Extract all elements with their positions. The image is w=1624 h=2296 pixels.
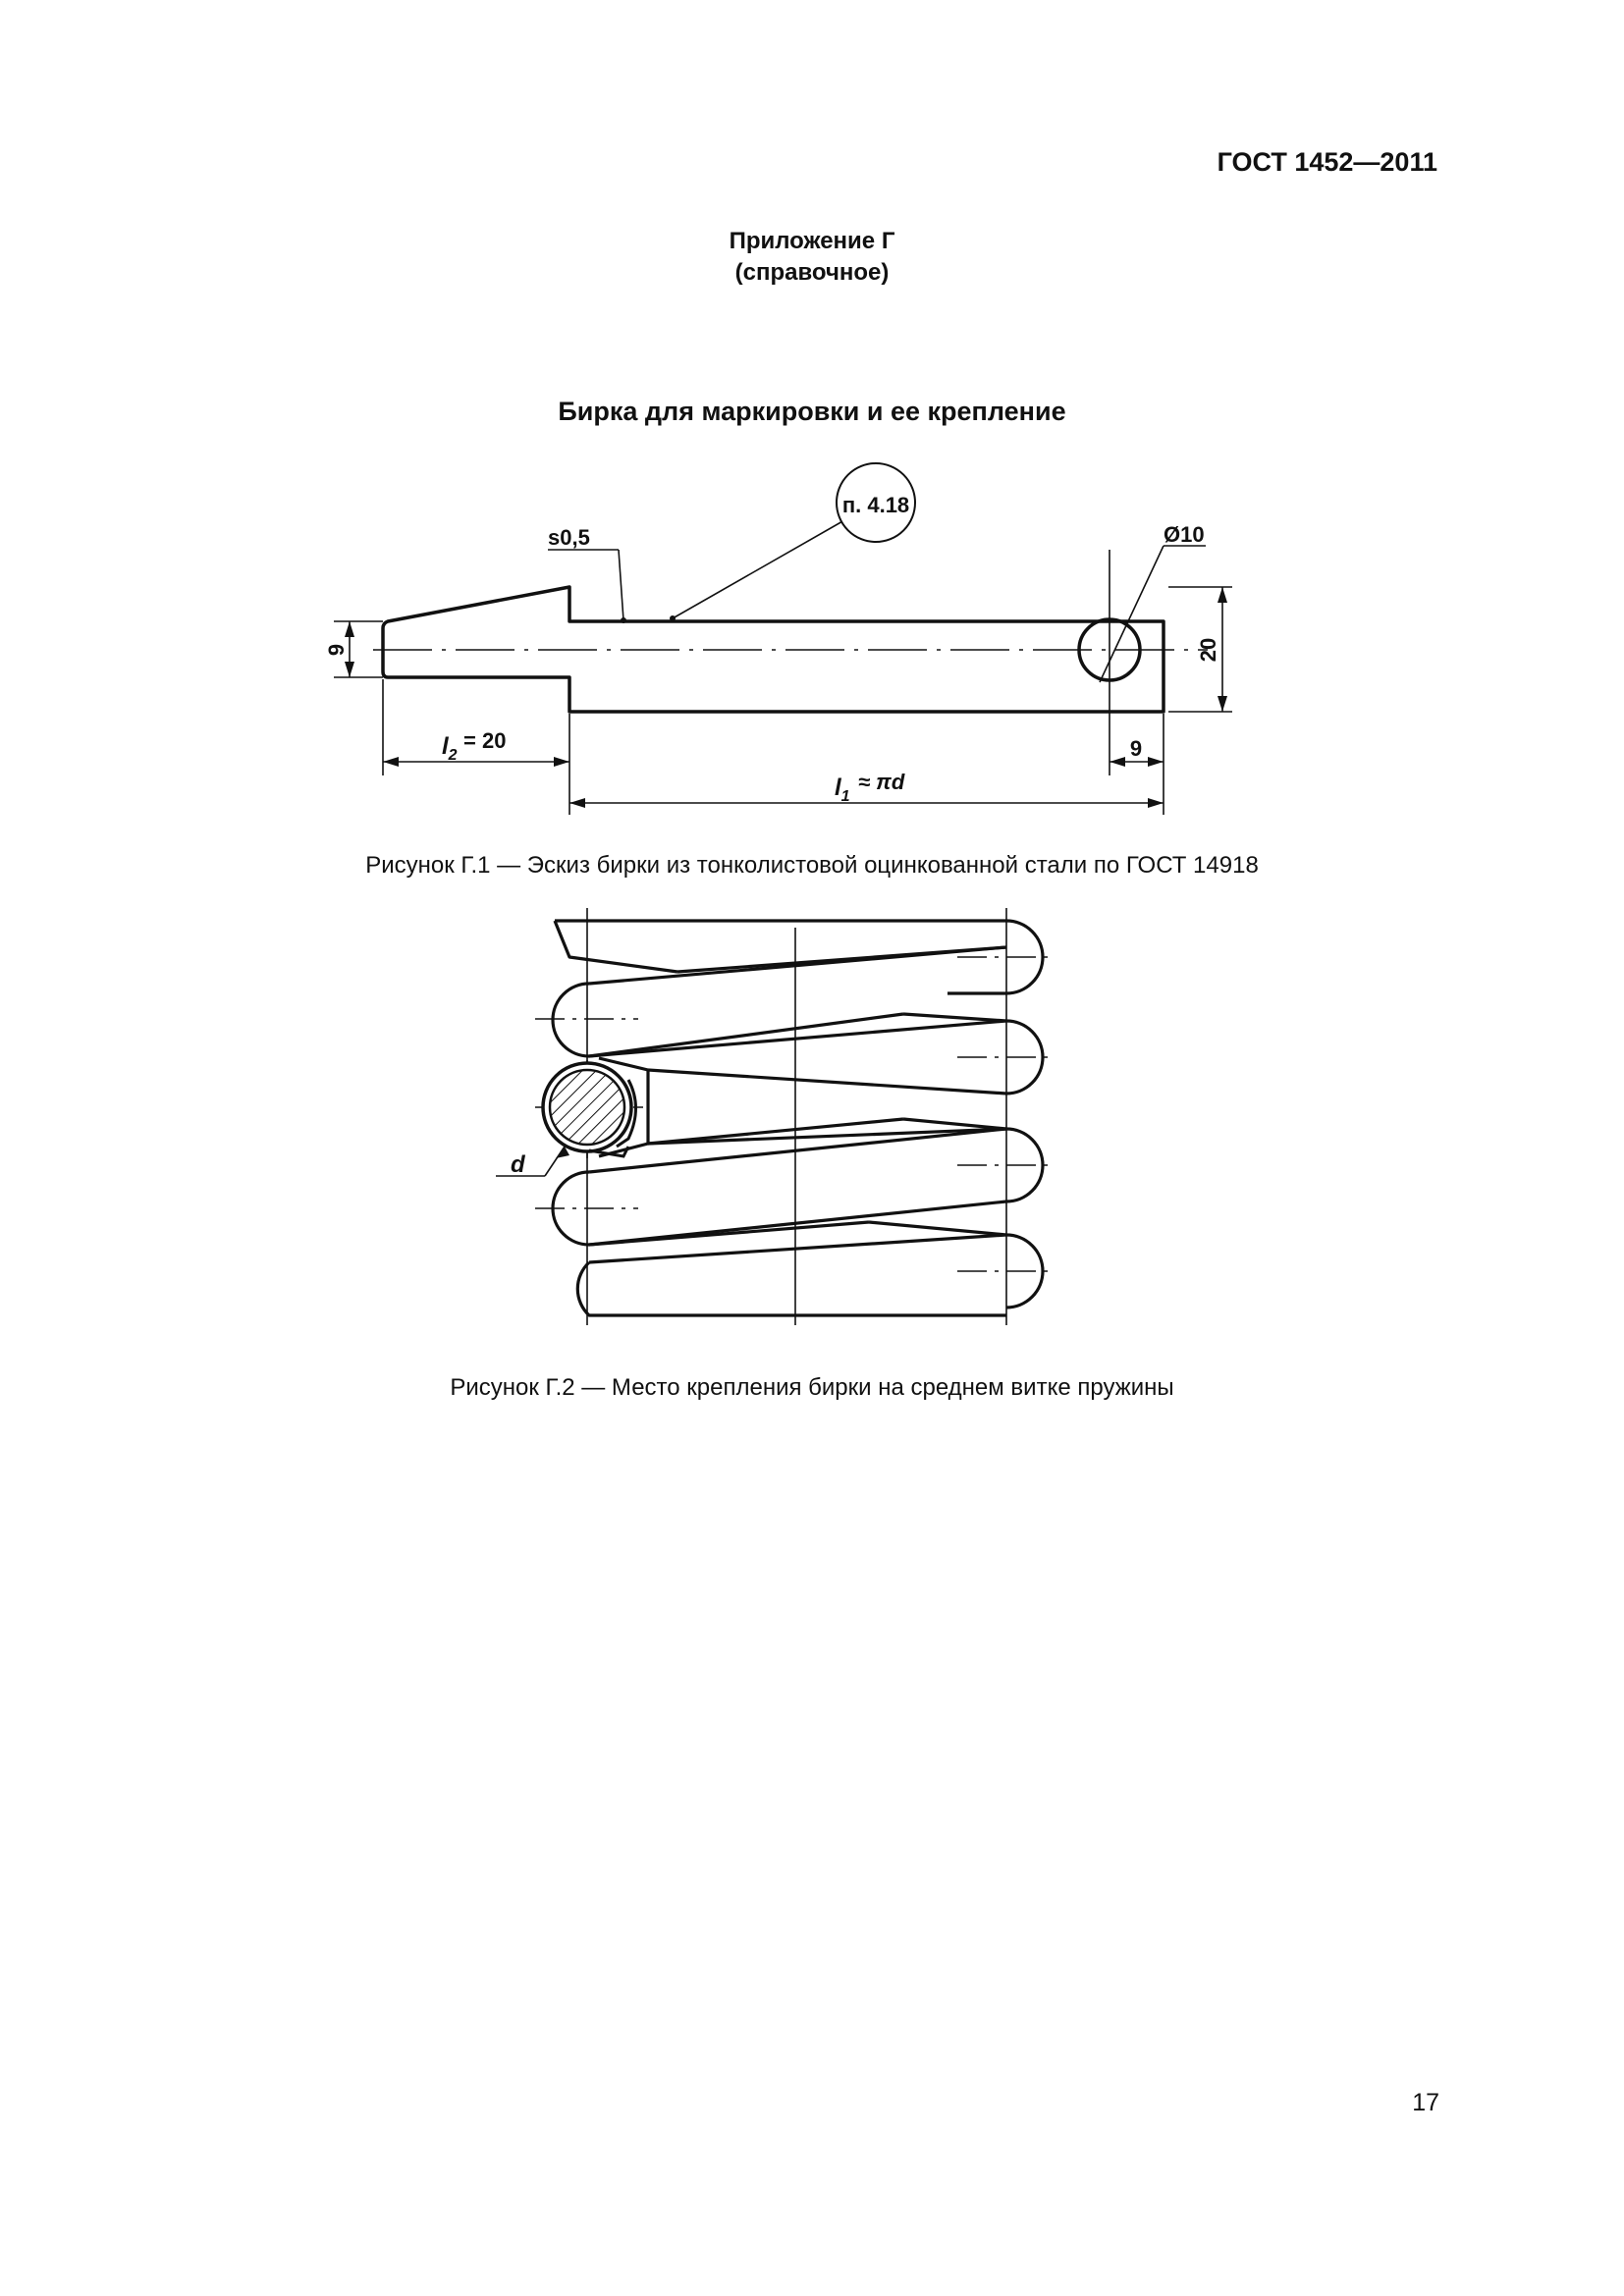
label-hole-offset: 9 (1130, 736, 1142, 761)
figure-1-caption: Рисунок Г.1 — Эскиз бирки из тонколистов… (365, 852, 1259, 879)
label-thickness: s0,5 (548, 525, 590, 550)
label-length-l1-symbol: l1 (835, 774, 850, 805)
label-length-l2: = 20 (463, 728, 506, 753)
label-wire-diameter: d (511, 1151, 526, 1178)
label-length-l2-symbol: l2 (442, 733, 458, 764)
wire-cross-section (541, 1061, 637, 1158)
annex-title: Приложение Г (729, 228, 895, 254)
figure-1-tag-drawing: п. 4.18 s0,5 Ø10 20 9 l2 = 20 l1 ≈ πd 9 (324, 462, 1232, 815)
label-hole-diameter: Ø10 (1164, 522, 1205, 547)
figure-2-caption: Рисунок Г.2 — Место крепления бирки на с… (450, 1374, 1174, 1401)
section-title: Бирка для маркировки и ее крепление (558, 397, 1066, 426)
label-length-l1: ≈ πd (858, 770, 905, 794)
reference-bubble (836, 462, 916, 543)
annex-subtitle: (справочное) (734, 259, 890, 286)
label-height-small: 9 (324, 644, 349, 656)
label-reference: п. 4.18 (842, 493, 909, 517)
page-number: 17 (1412, 2089, 1439, 2116)
document-code: ГОСТ 1452—2011 (1217, 147, 1437, 177)
figure-2-spring-drawing: d (496, 908, 1056, 1325)
label-height-full: 20 (1196, 638, 1220, 662)
tag-outline (381, 585, 1165, 714)
